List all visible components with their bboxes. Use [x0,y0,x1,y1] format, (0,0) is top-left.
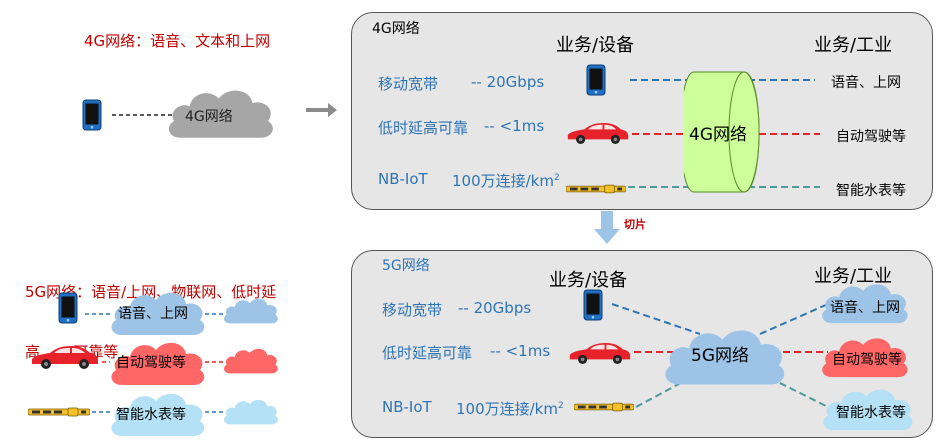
caption-5g: 5G网络：语音/上网、物联网、低时延 高 可靠等 [25,242,276,382]
caption-5g-line1: 5G网络：语音/上网、物联网、低时延 [25,283,277,301]
slice-label: 切片 [624,218,646,231]
panel-5g-header-device: 业务/设备 [549,270,628,291]
panel-4g-service-1: 语音、上网 [831,75,901,91]
panel-5g-row1-name: 移动宽带 [382,301,443,319]
panel-5g-row2-name: 低时延高可靠 [382,344,473,362]
panel-4g-row1-name: 移动宽带 [378,75,439,93]
panel-4g-row1-spec: -- 20Gbps [471,73,545,91]
panel-5g-row1-spec: -- 20Gbps [458,299,532,317]
panel-5g-row3-spec-text: 100万连接/km [456,400,558,418]
panel-5g-row2-spec: -- <1ms [490,342,551,360]
arrow-right-icon [306,103,337,117]
panel-4g-row3-spec-text: 100万连接/km [452,172,554,190]
cloud-label-voice: 语音、上网 [118,306,188,322]
cloud-label-driving: 自动驾驶等 [116,355,186,371]
panel-4g-row2-name: 低时延高可靠 [378,119,469,137]
connector-4g-left [112,114,178,116]
panel-4g [351,12,933,210]
panel-5g-header-industry: 业务/工业 [814,266,893,287]
cloud-icon [224,298,278,324]
center-5g-label: 5G网络 [691,346,749,366]
cloud-icon [224,348,278,374]
panel-4g-header-industry: 业务/工业 [814,35,893,56]
panel-5g-row3-name: NB-IoT [382,398,432,416]
panel-5g-row3-spec: 100万连接/km2 [456,398,564,419]
panel-4g-connectors [628,79,820,188]
connectors-5g-left [85,313,225,413]
panel-5g-row3-spec-sup: 2 [557,401,564,411]
panel-5g-connectors [611,303,829,408]
panel-4g-header-device: 业务/设备 [556,35,635,56]
phone-icon [58,292,78,324]
panel-4g-row2-spec: -- <1ms [484,117,545,135]
caption-4g: 4G网络：语音、文本和上网 [84,32,271,50]
panel-4g-service-2: 自动驾驶等 [836,129,906,145]
panel-5g-service-2: 自动驾驶等 [832,352,902,368]
panel-5g-title: 5G网络 [382,258,430,274]
arrow-down-icon [594,211,620,244]
cloud-4g-label: 4G网络 [185,109,233,125]
phone-icon [82,99,102,131]
cloud-label-meter: 智能水表等 [116,407,186,423]
cylinder-label: 4G网络 [689,125,747,145]
panel-4g-title: 4G网络 [372,21,420,37]
panel-5g-service-3: 智能水表等 [836,405,906,421]
cloud-icon [224,399,278,425]
panel-5g-service-1: 语音、上网 [830,300,900,316]
cylinder-icon [684,71,760,193]
panel-4g-row3-name: NB-IoT [378,170,428,188]
panel-4g-row3-spec-sup: 2 [553,173,560,183]
panel-4g-row3-spec: 100万连接/km2 [452,170,560,191]
panel-4g-service-3: 智能水表等 [836,183,906,199]
